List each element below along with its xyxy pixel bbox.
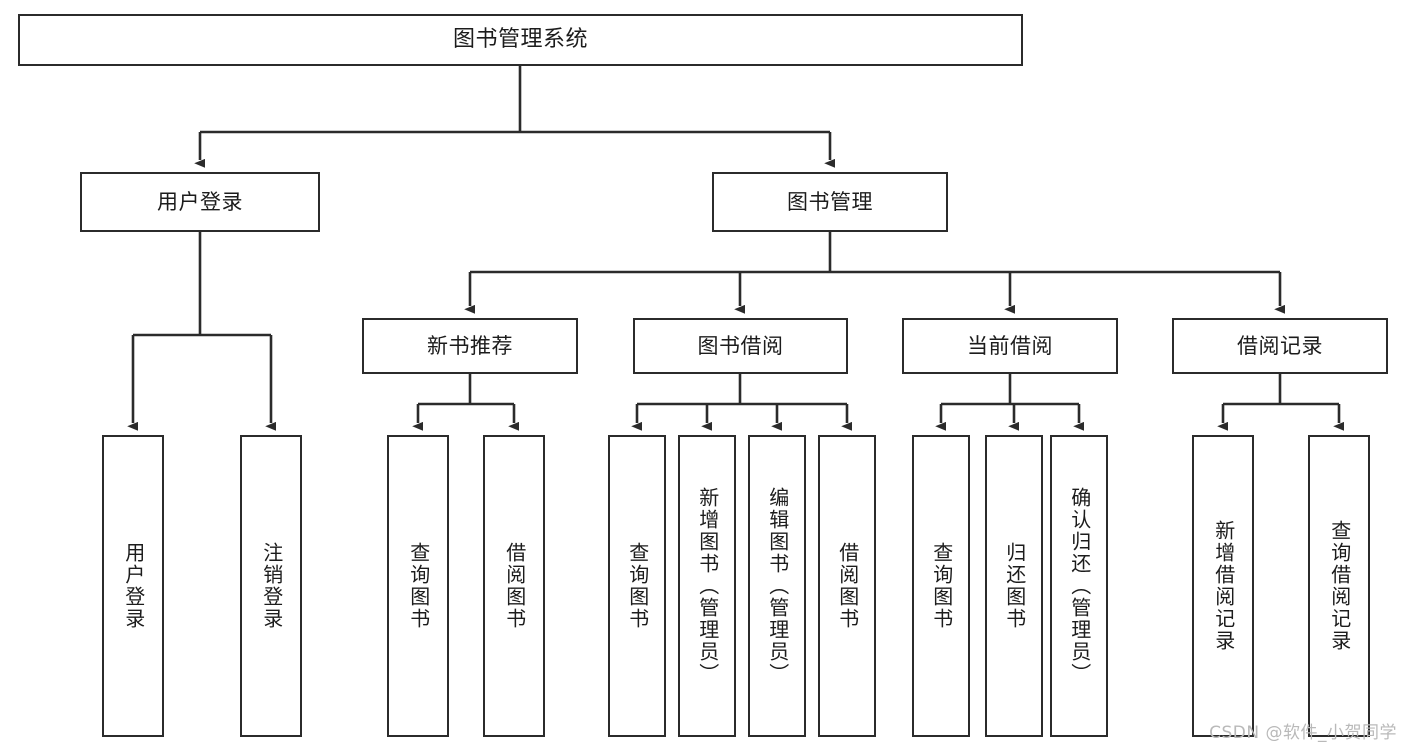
node-label: 查询图书 [406,542,431,630]
leaf-user-login[interactable]: 用户登录 [102,435,164,737]
leaf-lend-book[interactable]: 借阅图书 [818,435,876,737]
leaf-query-book-recommend[interactable]: 查询图书 [387,435,449,737]
node-label: 确认归还（管理员） [1067,487,1092,685]
node-label: 查询图书 [625,542,650,630]
leaf-query-borrow-record[interactable]: 查询借阅记录 [1308,435,1370,737]
node-borrow-record[interactable]: 借阅记录 [1172,318,1388,374]
leaf-add-borrow-record[interactable]: 新增借阅记录 [1192,435,1254,737]
node-label: 新书推荐 [427,333,513,358]
node-label: 借阅图书 [502,542,527,630]
node-label: 新增借阅记录 [1211,520,1236,652]
node-current-borrow[interactable]: 当前借阅 [902,318,1118,374]
node-label: 查询图书 [929,542,954,630]
node-label: 编辑图书（管理员） [765,487,790,685]
node-book-borrow[interactable]: 图书借阅 [633,318,848,374]
watermark-text: CSDN @软件_小贺同学 [1209,723,1397,743]
leaf-user-logout[interactable]: 注销登录 [240,435,302,737]
node-label: 用户登录 [121,542,146,630]
leaf-query-book-borrow[interactable]: 查询图书 [608,435,666,737]
leaf-borrow-book-recommend[interactable]: 借阅图书 [483,435,545,737]
node-label: 注销登录 [259,542,284,630]
node-label: 查询借阅记录 [1327,520,1352,652]
node-label: 当前借阅 [967,333,1053,358]
node-user-login[interactable]: 用户登录 [80,172,320,232]
leaf-query-book-current[interactable]: 查询图书 [912,435,970,737]
node-label: 图书管理 [787,189,873,214]
leaf-return-book[interactable]: 归还图书 [985,435,1043,737]
node-label: 归还图书 [1002,542,1027,630]
node-label: 借阅记录 [1237,333,1323,358]
node-label: 新增图书（管理员） [695,487,720,685]
node-label: 图书管理系统 [452,27,588,53]
leaf-confirm-return-admin[interactable]: 确认归还（管理员） [1050,435,1108,737]
node-book-management[interactable]: 图书管理 [712,172,948,232]
leaf-edit-book-admin[interactable]: 编辑图书（管理员） [748,435,806,737]
node-new-book-recommend[interactable]: 新书推荐 [362,318,578,374]
node-label: 用户登录 [157,189,243,214]
node-label: 图书借阅 [697,333,784,358]
node-root-system[interactable]: 图书管理系统 [18,14,1023,66]
leaf-add-book-admin[interactable]: 新增图书（管理员） [678,435,736,737]
node-label: 借阅图书 [835,542,860,630]
